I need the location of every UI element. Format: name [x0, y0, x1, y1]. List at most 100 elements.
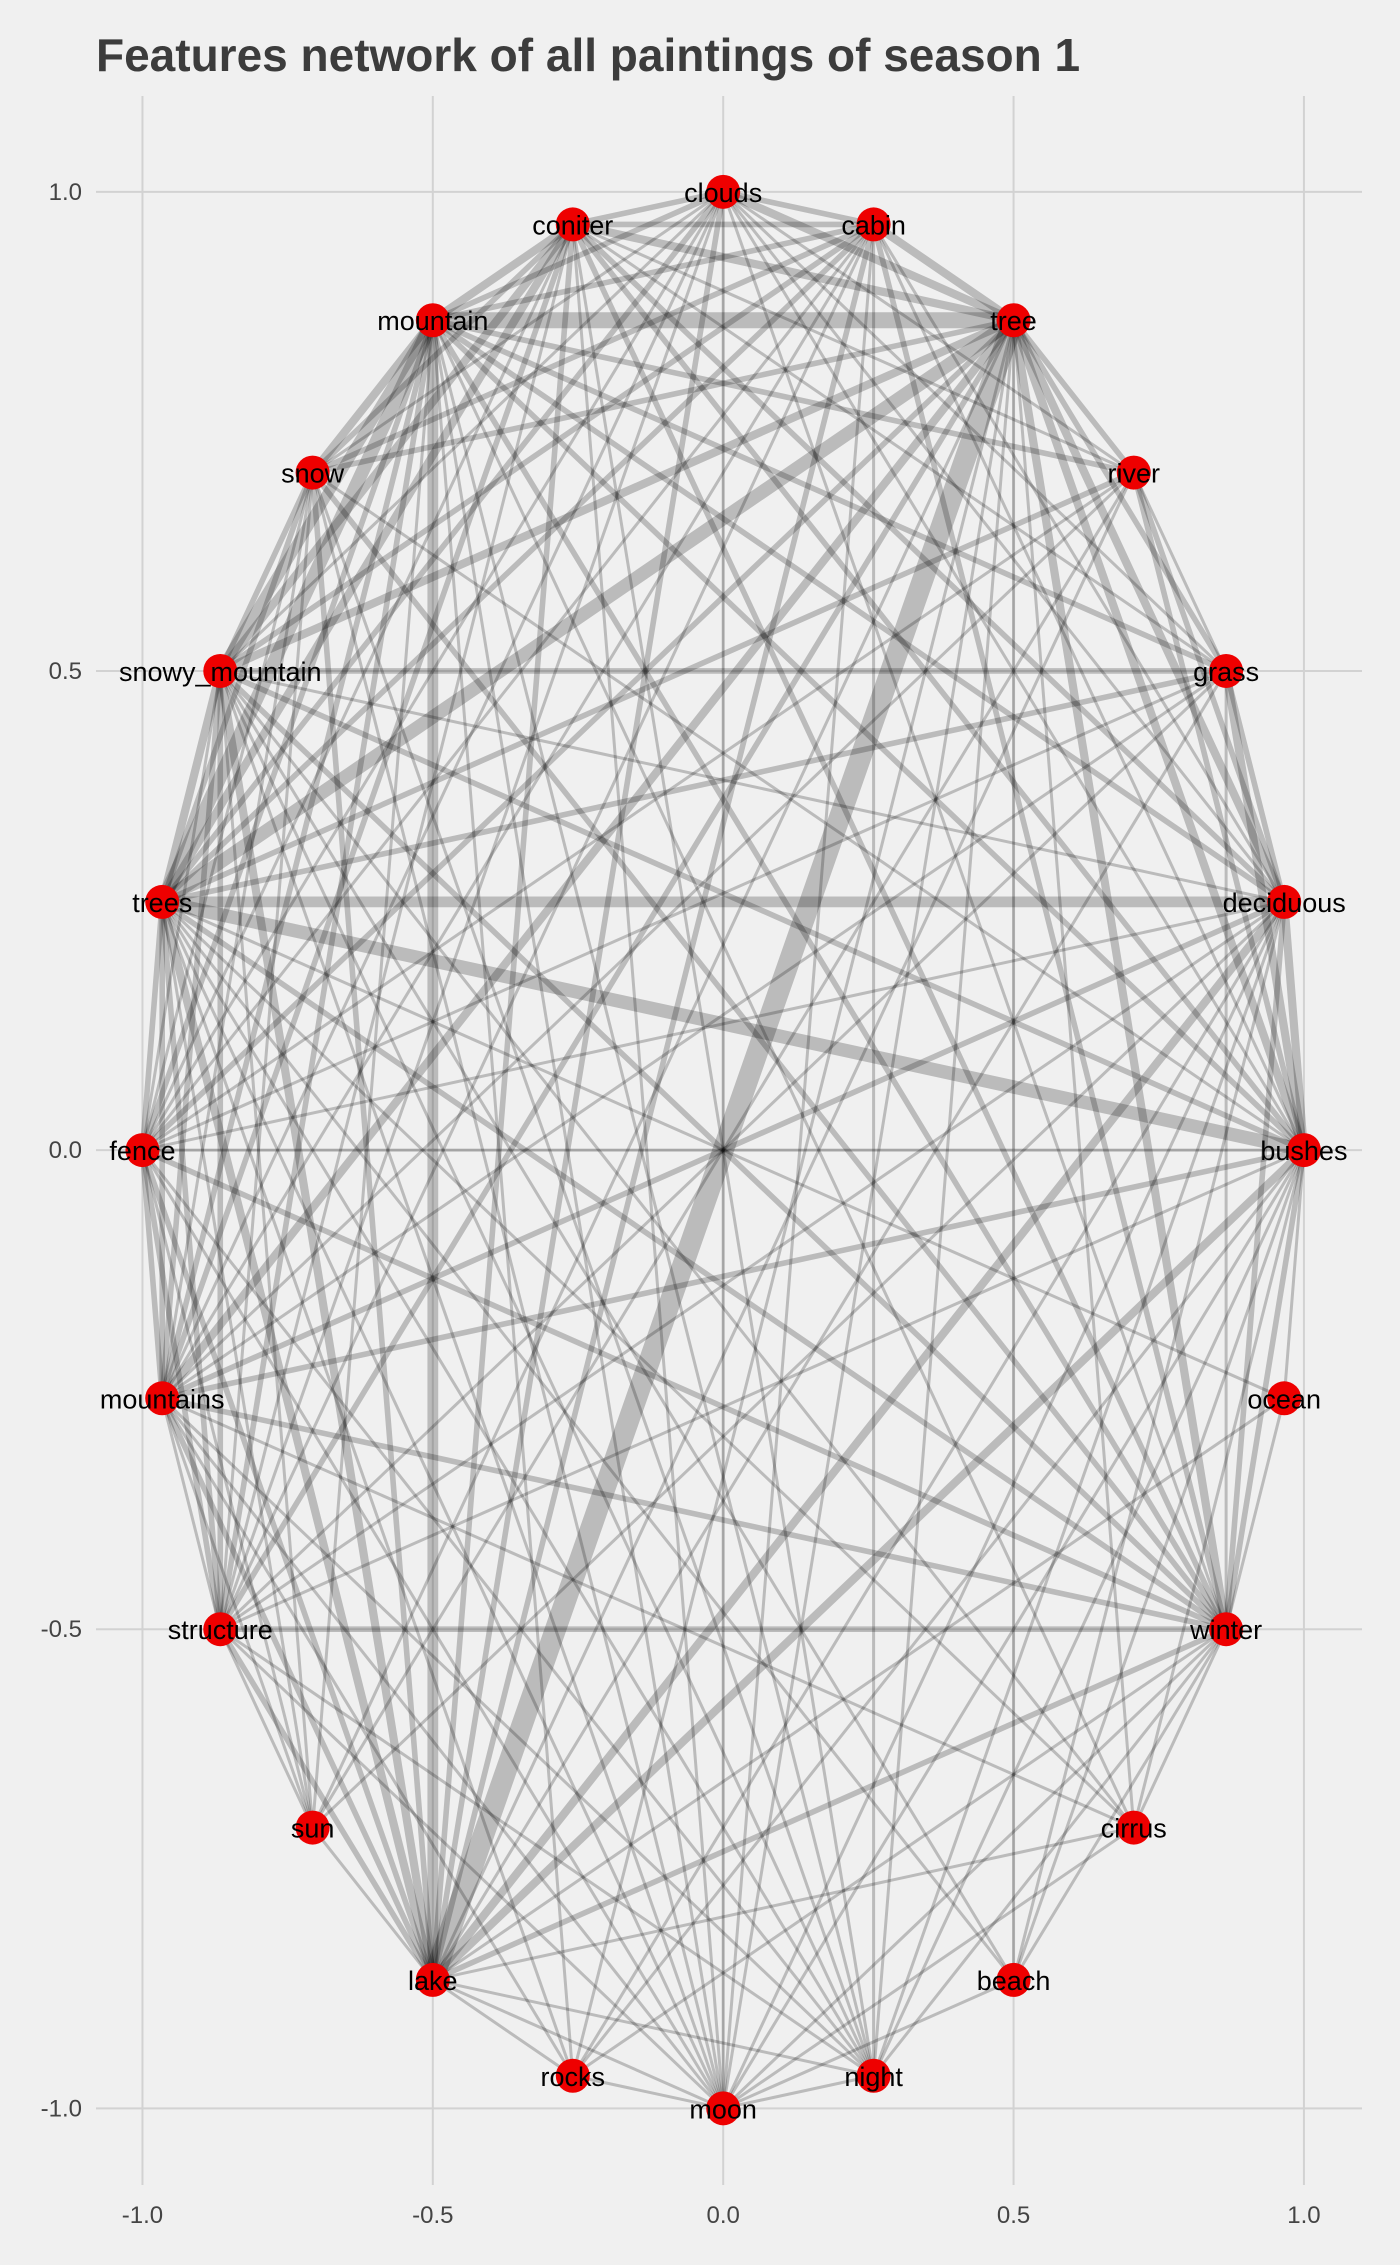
- edge-mountains-sun: [160, 1396, 315, 1830]
- edge-mountain-snowy_mountain: [214, 314, 439, 677]
- node-cirrus: [1116, 1810, 1151, 1845]
- node-label-grass: grass: [1193, 657, 1259, 687]
- edge-trees-fence: [139, 899, 166, 1153]
- edge-cabin-fence: [140, 222, 876, 1152]
- edge-cabin-mountain: [430, 221, 877, 324]
- edge-fence-structure: [139, 1147, 224, 1633]
- edge-bushes-mountains: [159, 1147, 1307, 1402]
- node-beach: [996, 1962, 1031, 1997]
- edge-deciduous-structure: [218, 900, 1286, 1631]
- edge-bushes-night: [872, 1148, 1306, 2078]
- edge-mountain-night: [431, 318, 876, 2078]
- edge-tree-lake: [422, 309, 1025, 1991]
- node-label-tree: tree: [990, 306, 1037, 336]
- node-coniter: [555, 207, 590, 242]
- edge-layer: [139, 187, 1311, 2110]
- node-label-cabin: cabin: [841, 210, 906, 240]
- edge-ocean-lake: [431, 1396, 1286, 1982]
- node-label-beach: beach: [977, 1966, 1051, 1996]
- edge-mountain-structure: [217, 317, 436, 1633]
- edge-lake-night: [431, 1978, 876, 2078]
- edge-trees-night: [160, 900, 876, 2078]
- edge-clouds-deciduous: [721, 190, 1286, 904]
- edge-snow-snowy_mountain: [217, 469, 316, 674]
- edge-snowy_mountain-fence: [140, 669, 222, 1152]
- edge-cirrus-lake: [431, 1826, 1136, 1982]
- node-label-rocks: rocks: [541, 2062, 606, 2092]
- edge-cabin-winter: [870, 221, 1229, 1633]
- edge-cabin-structure: [218, 222, 876, 1631]
- edge-trees-beach: [160, 900, 1016, 1982]
- node-label-river: river: [1108, 459, 1161, 489]
- edge-clouds-mountain: [430, 189, 726, 324]
- edge-mountains-cirrus: [160, 1396, 1136, 1830]
- edge-snow-mountains: [160, 471, 315, 1400]
- edge-winter-cirrus: [1132, 1627, 1228, 1830]
- node-sun: [295, 1810, 330, 1845]
- x-tick-label: 1.0: [1287, 2202, 1320, 2229]
- edge-bushes-lake: [428, 1145, 1309, 1985]
- edge-mountains-winter: [159, 1395, 1229, 1633]
- edge-mountains-moon: [160, 1396, 725, 2110]
- node-fence: [125, 1133, 160, 1168]
- edge-mountain-grass: [430, 317, 1229, 674]
- edge-deciduous-bushes: [1280, 897, 1309, 1155]
- edge-coniter-tree: [568, 220, 1018, 325]
- edge-cabin-deciduous: [872, 222, 1286, 904]
- edge-snow-fence: [140, 471, 315, 1152]
- edge-mountain-trees: [155, 313, 440, 909]
- y-tick-label: -1.0: [41, 2095, 82, 2122]
- edge-fence-moon: [140, 1148, 725, 2110]
- edge-mountain-bushes: [430, 317, 1307, 1153]
- edge-coniter-deciduous: [569, 221, 1287, 905]
- edge-cabin-bushes: [872, 222, 1306, 1152]
- edge-trees-lake: [158, 897, 437, 1985]
- edge-mountain-rocks: [431, 318, 575, 2078]
- edge-river-grass: [1132, 471, 1228, 673]
- edge-coniter-snow: [309, 221, 576, 476]
- node-layer: [125, 174, 1321, 2126]
- edge-grass-mountains: [160, 669, 1228, 1400]
- node-bushes: [1286, 1133, 1321, 1168]
- edge-trees-winter: [159, 899, 1229, 1633]
- edge-mountain-sun: [311, 318, 435, 1830]
- node-label-night: night: [844, 2062, 903, 2092]
- edge-snowy_mountain-moon: [218, 669, 725, 2110]
- edge-winter-night: [872, 1627, 1228, 2078]
- node-label-ocean: ocean: [1247, 1384, 1321, 1414]
- node-label-mountains: mountains: [100, 1384, 225, 1414]
- node-label-trees: trees: [132, 888, 192, 918]
- x-tick-label: 0.0: [707, 2202, 740, 2229]
- edge-tree-rocks: [571, 318, 1016, 2078]
- edge-night-moon: [721, 2074, 876, 2110]
- node-rocks: [555, 2058, 590, 2093]
- edge-mountain-snow: [308, 316, 437, 477]
- edge-coniter-structure: [218, 222, 575, 1631]
- edge-coniter-mountains: [159, 221, 576, 1402]
- edge-tree-moon: [721, 318, 1016, 2110]
- y-tick-label: 0.0: [49, 1137, 82, 1164]
- edge-deciduous-mountains: [159, 899, 1287, 1402]
- node-label-coniter: coniter: [532, 210, 613, 240]
- edge-fence-night: [140, 1148, 876, 2078]
- edge-cabin-lake: [430, 221, 877, 1983]
- edge-snow-winter: [309, 469, 1229, 1633]
- edge-clouds-bushes: [721, 190, 1306, 1152]
- edge-snowy_mountain-cirrus: [218, 669, 1136, 1830]
- edge-clouds-cabin: [720, 189, 877, 228]
- edge-mountains-rocks: [160, 1396, 575, 2078]
- edge-trees-moon: [160, 900, 725, 2110]
- edge-snowy_mountain-winter: [217, 668, 1229, 1633]
- edge-snowy_mountain-sun: [218, 669, 315, 1830]
- node-moon: [706, 2091, 741, 2126]
- edge-snow-moon: [311, 471, 725, 2110]
- edge-deciduous-night: [872, 900, 1286, 2078]
- edge-bushes-structure: [218, 1148, 1306, 1631]
- edge-trees-bushes: [155, 895, 1311, 1157]
- edge-grass-bushes: [1222, 666, 1309, 1155]
- node-label-bushes: bushes: [1260, 1136, 1347, 1166]
- edge-coniter-winter: [569, 221, 1229, 1633]
- edge-bushes-moon: [721, 1148, 1306, 2110]
- y-tick-label: -0.5: [41, 1616, 82, 1643]
